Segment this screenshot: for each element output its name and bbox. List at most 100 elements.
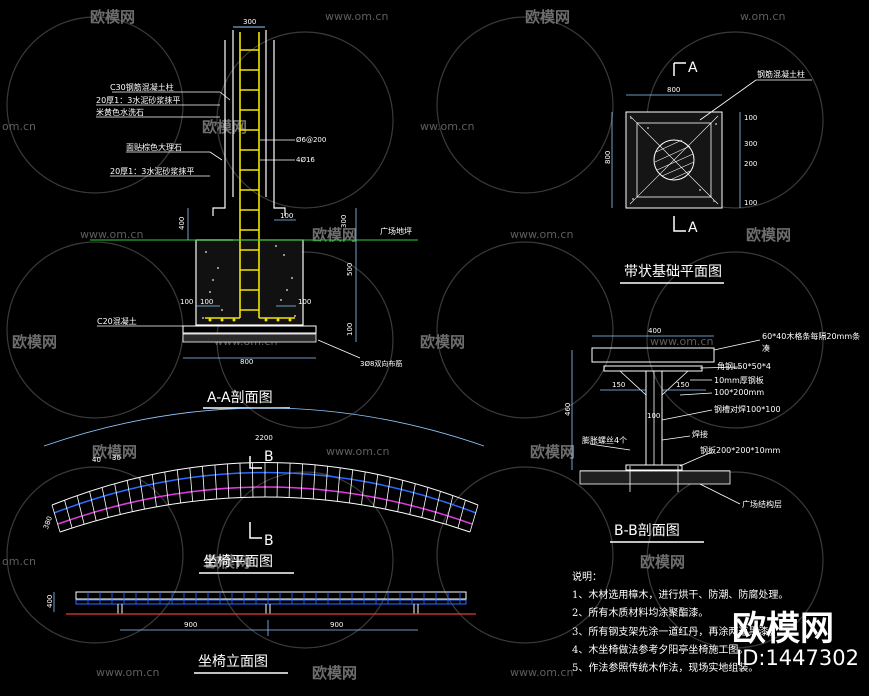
dim-total-label: 2200 [255,434,273,442]
strip-plan: A A 800 800 100 300 200 100 钢筋混凝土柱 带状基础平… [604,60,812,284]
dim-label: 100 [200,298,213,306]
section-aa: 300 [90,18,418,409]
hatching [654,139,695,181]
strip-plan-title: 带状基础平面图 [624,263,722,280]
dim-a-label: 900 [184,621,197,629]
dim-height-label: 800 [604,151,612,164]
dim-h-label: 400 [46,595,54,608]
label-rebar-main: 4Ø16 [296,156,315,164]
label-plaza-ground: 广场地坪 [380,226,412,236]
label-plaza-structure: 广场结构层 [742,499,782,509]
watermark-brand: 欧模网 [312,226,357,244]
bench-slats [51,462,479,533]
legs [117,604,419,614]
bench-slat [64,500,73,529]
column-rebar [205,32,295,319]
watermark-brand: 欧模网 [746,226,791,244]
bench-slat [51,504,61,533]
dim-label: 300 [340,215,348,228]
brand-badge: 欧模网 ID:1447302 [732,609,859,670]
bench-plan-title: 坐椅平面图 [203,554,273,570]
bench-slat [201,466,206,501]
bb-leaders [589,339,761,505]
concrete-speckle [202,245,296,319]
dim-width-label: 800 [667,86,680,94]
watermark-url: www.om.cn [80,228,143,241]
bench-slat [349,469,354,503]
dim-150-label: 150 [676,381,689,389]
bench-slat [336,467,341,502]
watermark-url: www.om.cn [510,228,573,241]
section-mark-a-top: A [688,60,698,76]
section-mark-b-bottom: B [264,533,274,549]
bench-elevation: 400 900 900 坐椅立面图 [46,591,476,674]
diagonal [629,115,719,205]
label-angle-steel: 角钢L50*50*4 [717,361,771,371]
bench-plan: 2200 40 30 380 B B 坐椅平面图 [42,407,485,574]
label-c20-concrete: C20混凝土 [97,316,137,326]
section-mark-line [249,522,262,539]
bench-slat [239,463,242,498]
right-dim-label: 100 [744,199,757,207]
column-circle [653,139,695,181]
label-steel-size: 100*200mm [714,388,764,397]
label-rebar-footing: 3Ø8双向布筋 [360,359,402,368]
label-base-plate: 钢板200*200*10mm [700,445,781,455]
bench-slat [469,504,479,533]
label-washed-stone: 米黄色水洗石 [96,107,144,117]
watermark-circle [436,241,614,419]
bench-slat [114,483,121,515]
watermark-url: om.cn [2,555,36,568]
dim-top-label: 400 [648,327,661,335]
watermark-brand: 欧模网 [525,8,570,26]
watermark-brand: 欧模网 [420,333,465,351]
watermark-url: www.om.cn [510,666,573,679]
leader-lines [96,91,361,359]
elevation-slats [87,592,461,604]
bench-slat [189,467,194,502]
bench-slat [445,495,454,525]
footing-concrete [197,241,302,324]
label-wood-slat: 60*40木格条每隔20mm条 [762,331,860,341]
section-mark-line [673,216,686,232]
brand-name: 欧模网 [732,609,834,649]
dim-b-label: 30 [112,454,121,462]
note-item-3: 3、所有钢支架先涂一道红丹，再涂两道黑漆。 [572,625,778,638]
note-item-1: 1、木材选用樟木，进行烘干、防潮、防腐处理。 [572,588,788,601]
bench-slat [409,483,416,515]
bench-inner-edge [59,496,471,533]
bench-slat [457,500,466,529]
section-mark-b-top: B [264,449,274,465]
bench-slat [385,477,391,510]
label-wood-slat-2: 凑 [762,343,770,353]
dim-b-label: 900 [330,621,343,629]
watermark-brand: 欧模网 [90,8,135,26]
dim-a-label: 40 [92,456,101,464]
label-marble: 面贴棕色大理石 [126,142,182,152]
watermark-circle [436,466,614,644]
bench-elevation-title: 坐椅立面图 [198,654,268,670]
dim-label: 400 [178,217,186,230]
note-item-5: 5、作法参照传统木作法，现场实地组装。 [572,661,758,674]
bench-slat [421,487,429,518]
watermark-circle [6,466,184,644]
structure-layer [579,470,731,485]
bench-slat [214,464,218,499]
base-plate [625,464,683,471]
bench-slat [101,487,109,518]
watermark-url: www.om.cn [96,666,159,679]
watermark-url: www.om.cn [325,10,388,23]
label-weld: 焊接 [692,429,708,439]
dim-label: 100 [298,298,311,306]
section-mark-a-bottom: A [688,220,698,236]
label-rebar-stirrup: Ø6@200 [296,136,326,144]
rebar-dots [208,318,292,322]
gravel-layer [182,333,317,343]
blinding-layer [182,325,317,334]
label-mortar-2: 20厚1：3水泥砂浆抹平 [110,166,194,176]
dim-top-label: 300 [243,18,256,26]
section-bb: 400 460 150 150 100 60*40木格条每隔20mm条 凑 角钢… [564,327,860,543]
watermark-circle [216,31,394,209]
